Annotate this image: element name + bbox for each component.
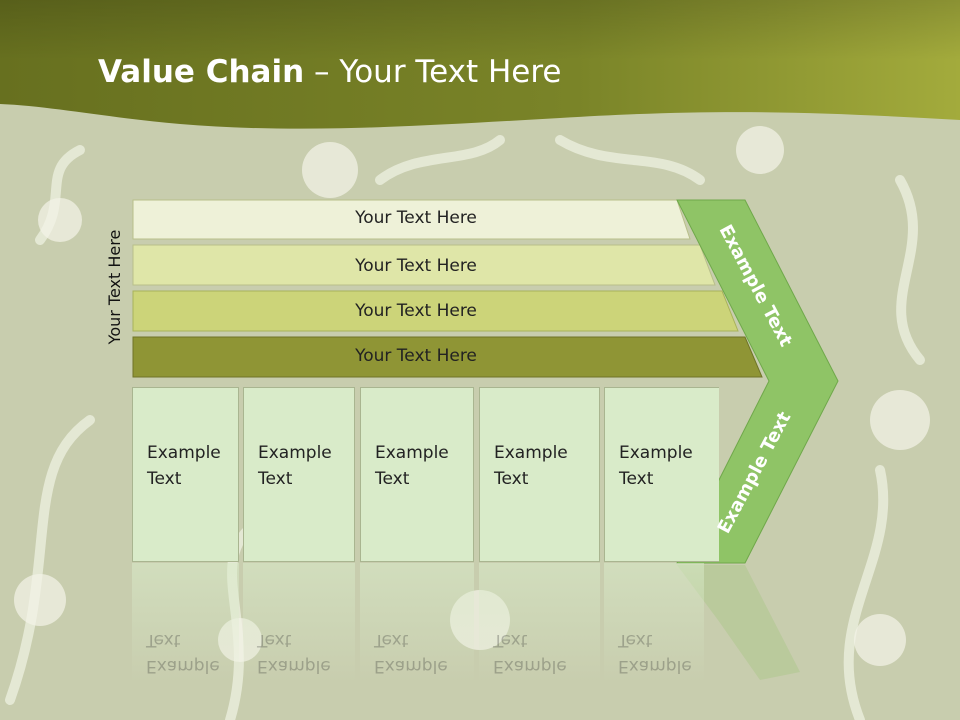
bar-3-label: Your Text Here (355, 301, 477, 321)
activity-box-2: Example Text (243, 387, 355, 562)
bar-1 (132, 199, 691, 240)
reflection-5-text: Example Text (618, 630, 692, 676)
chevron-arrow (676, 199, 839, 564)
activity-box-3-label: Example Text (375, 443, 449, 489)
reflection-1-text: Example Text (146, 630, 220, 676)
activity-box-1: Example Text (132, 387, 239, 562)
activity-box-2-reflection: Example Text (243, 563, 355, 683)
activity-box-4: Example Text (479, 387, 600, 562)
title-rest: – Your Text Here (304, 54, 562, 90)
activity-box-2-label: Example Text (258, 443, 332, 489)
activity-box-1-reflection: Example Text (132, 563, 239, 683)
activity-box-3-reflection: Example Text (360, 563, 474, 683)
bar-4-label: Your Text Here (355, 346, 477, 366)
reflection-2-text: Example Text (257, 630, 331, 676)
activity-box-4-label: Example Text (494, 443, 568, 489)
activity-box-3: Example Text (360, 387, 474, 562)
activity-box-5-label: Example Text (619, 443, 693, 489)
bar-3 (132, 290, 739, 332)
bar-2 (132, 244, 716, 286)
slide-title: Value Chain – Your Text Here (98, 54, 561, 90)
activity-box-4-reflection: Example Text (479, 563, 600, 683)
bar-1-label: Your Text Here (355, 208, 477, 228)
bar-2-label: Your Text Here (355, 256, 477, 276)
activity-box-1-label: Example Text (147, 443, 221, 489)
bar-4 (132, 336, 763, 378)
reflection-4-text: Example Text (493, 630, 567, 676)
chevron-reflection (677, 565, 800, 680)
reflection-3-text: Example Text (374, 630, 448, 676)
activity-box-5-reflection: Example Text (604, 563, 704, 683)
title-bold: Value Chain (98, 54, 305, 90)
activity-box-5: Example Text (604, 387, 719, 562)
